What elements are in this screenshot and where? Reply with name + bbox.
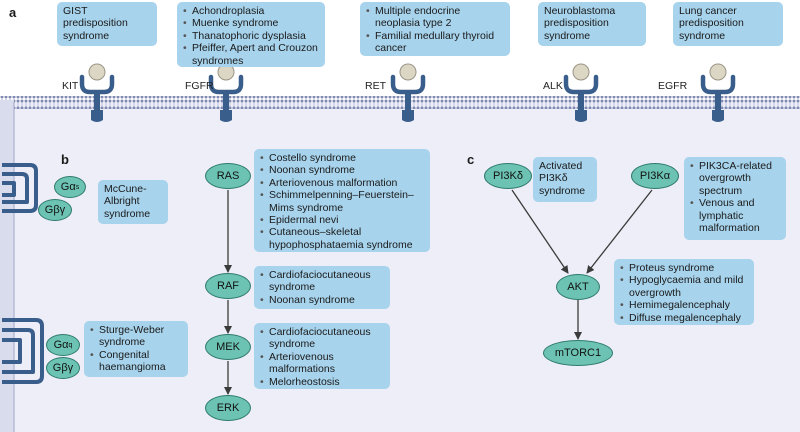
syndrome-item: PIK3CA-related overgrowth spectrum: [690, 160, 780, 197]
syndrome-text: Activated PI3Kδ syndrome: [539, 160, 586, 197]
syndrome-box-egfr: Lung cancer predisposition syndrome: [673, 2, 783, 46]
ligand-kit: [88, 63, 106, 81]
syndrome-item: Epidermal nevi: [260, 214, 424, 227]
receptor-label-fgfr: FGFR: [185, 80, 214, 92]
ligand-alk: [572, 63, 590, 81]
node-gbetagamma-2: Gβγ: [46, 357, 80, 379]
node-akt: AKT: [556, 274, 600, 300]
syndrome-item: Noonan syndrome: [260, 164, 424, 177]
syndrome-item: Cardiofaciocutaneous syndrome: [260, 269, 384, 294]
syndrome-item: Schimmelpenning–Feuerstein–Mims syndrome: [260, 189, 424, 214]
receptor-label-kit: KIT: [62, 80, 79, 92]
syndrome-box-ret: Multiple endocrine neoplasia type 2 Fami…: [360, 2, 510, 56]
syndrome-item: Cutaneous–skeletal hypophosphataemia syn…: [260, 226, 424, 251]
syndrome-item: Hemimegalencephaly: [620, 299, 748, 312]
ligand-ret: [399, 63, 417, 81]
node-mek: MEK: [205, 334, 251, 360]
syndrome-box-raf: Cardiofaciocutaneous syndrome Noonan syn…: [254, 266, 390, 309]
syndrome-box-gas: McCune-Albright syndrome: [98, 180, 168, 224]
syndrome-item: Congenital haemangioma: [90, 349, 182, 374]
syndrome-box-ras: Costello syndrome Noonan syndrome Arteri…: [254, 149, 430, 252]
node-mtorc1: mTORC1: [543, 340, 613, 366]
node-raf: RAF: [205, 273, 251, 299]
node-gbetagamma-1: Gβγ: [38, 199, 72, 221]
syndrome-item: Multiple endocrine neoplasia type 2: [366, 5, 504, 30]
syndrome-item: Melorheostosis: [260, 376, 384, 389]
syndrome-text: Lung cancer predisposition syndrome: [679, 5, 744, 42]
receptor-egfr: [700, 63, 736, 122]
syndrome-item: Proteus syndrome: [620, 262, 748, 275]
panel-label-b: b: [61, 152, 69, 167]
panel-label-a: a: [9, 5, 17, 20]
node-pi3k-delta: PI3Kδ: [484, 163, 532, 189]
syndrome-item: Cardiofaciocutaneous syndrome: [260, 326, 384, 351]
cell-membrane: [0, 96, 800, 109]
syndrome-box-alk: Neuroblastoma predisposition syndrome: [538, 2, 646, 46]
syndrome-box-pi3k-delta: Activated PI3Kδ syndrome: [533, 157, 597, 202]
syndrome-item: Achondroplasia: [183, 5, 319, 18]
syndrome-box-fgfr: Achondroplasia Muenke syndrome Thanatoph…: [177, 2, 325, 67]
syndrome-item: Costello syndrome: [260, 152, 424, 165]
receptor-label-alk: ALK: [543, 80, 563, 92]
panel-label-c: c: [467, 152, 475, 167]
gpcr-1: [2, 163, 38, 213]
syndrome-text: Neuroblastoma predisposition syndrome: [544, 5, 616, 42]
syndrome-box-gaq: Sturge-Weber syndrome Congenital haemang…: [84, 321, 188, 377]
arrow-pi3kd-akt: [511, 189, 569, 274]
syndrome-text: McCune-Albright syndrome: [104, 183, 151, 220]
receptor-label-egfr: EGFR: [658, 80, 688, 92]
receptor-kit: [79, 63, 115, 122]
syndrome-item: Muenke syndrome: [183, 17, 319, 30]
syndrome-item: Pfeiffer, Apert and Crouzon syndromes: [183, 42, 319, 67]
syndrome-box-akt: Proteus syndrome Hypoglycaemia and mild …: [614, 259, 754, 325]
syndrome-text: GIST predisposition syndrome: [63, 5, 128, 42]
receptor-alk: [563, 63, 599, 122]
syndrome-item: Familial medullary thyroid cancer: [366, 30, 504, 55]
node-erk: ERK: [205, 395, 251, 421]
syndrome-box-kit: GIST predisposition syndrome: [57, 2, 157, 46]
syndrome-box-mek: Cardiofaciocutaneous syndrome Arterioven…: [254, 323, 390, 389]
syndrome-box-pi3k-alpha: PIK3CA-related overgrowth spectrum Venou…: [684, 157, 786, 240]
syndrome-item: Arteriovenous malformation: [260, 177, 424, 190]
syndrome-item: Sturge-Weber syndrome: [90, 324, 182, 349]
receptor-ret: [390, 63, 426, 122]
syndrome-item: Noonan syndrome: [260, 294, 384, 307]
syndrome-item: Thanatophoric dysplasia: [183, 30, 319, 43]
syndrome-item: Hypoglycaemia and mild overgrowth: [620, 274, 748, 299]
arrow-pi3ka-akt: [586, 189, 653, 274]
receptor-label-ret: RET: [365, 80, 386, 92]
node-pi3k-alpha: PI3Kα: [631, 163, 679, 189]
syndrome-item: Venous and lymphatic malformation: [690, 197, 780, 234]
gpcr-2: [2, 318, 44, 384]
node-ras: RAS: [205, 163, 251, 189]
ligand-egfr: [709, 63, 727, 81]
syndrome-item: Arteriovenous malformations: [260, 351, 384, 376]
syndrome-item: Diffuse megalencephaly: [620, 312, 748, 325]
